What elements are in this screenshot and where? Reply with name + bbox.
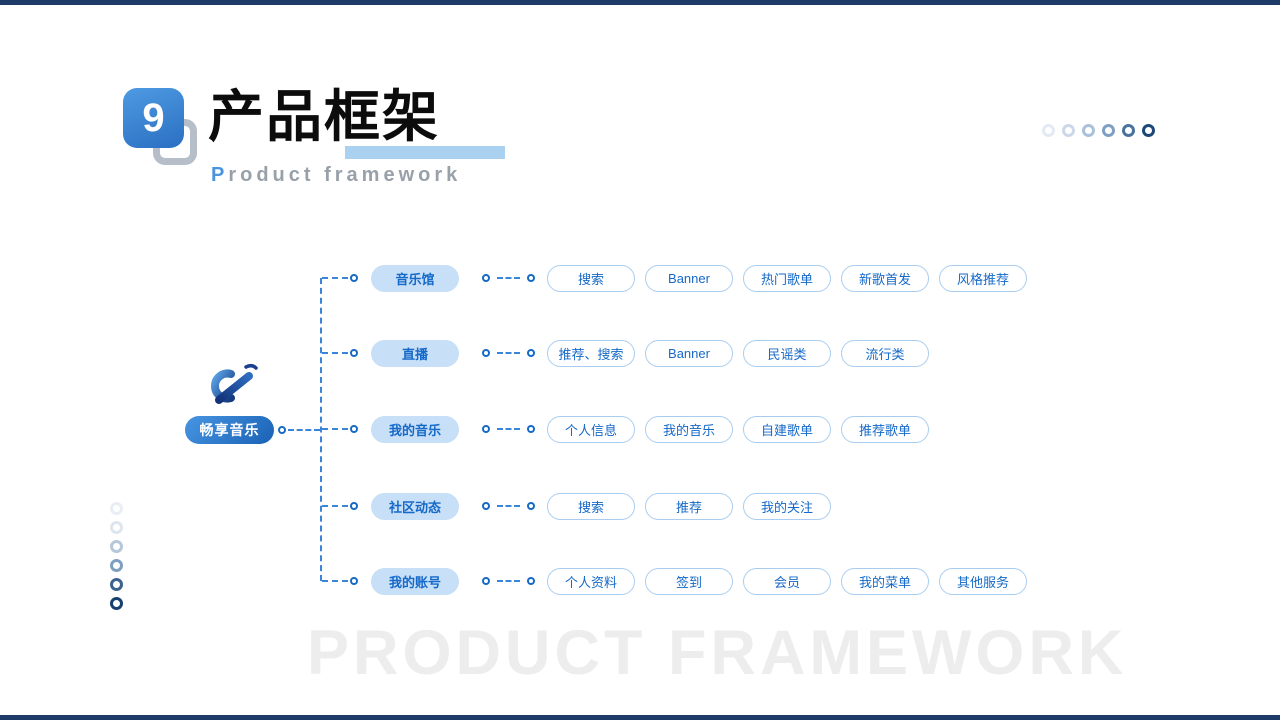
child-node: Banner (645, 339, 733, 367)
connector-dot (350, 274, 358, 282)
dot-ring (1122, 124, 1135, 137)
page-subtitle: Product framework (211, 164, 461, 187)
child-node: 搜索 (547, 492, 635, 520)
connector-dot (527, 502, 535, 510)
connector-dot (527, 274, 535, 282)
branch-node: 直播 (371, 339, 459, 367)
page-title: 产品框架 (208, 85, 440, 148)
connector-dash (322, 505, 348, 507)
branch-node: 我的账号 (371, 567, 459, 595)
tree-row: 音乐馆 搜索 Banner 热门歌单新歌首发风格推荐 (322, 264, 1027, 292)
tree-spine-connector (320, 278, 322, 581)
subtitle-rest: roduct framework (228, 164, 462, 186)
decorative-dots-column (110, 502, 123, 610)
connector-dot (482, 502, 490, 510)
branch-node: 音乐馆 (371, 264, 459, 292)
connector-dash (497, 505, 520, 507)
tree-row: 我的账号 个人资料签到会员我的菜单其他服务 (322, 567, 1027, 595)
connector-dash (497, 352, 520, 354)
child-nodes: 搜索 Banner 热门歌单新歌首发风格推荐 (547, 264, 1027, 292)
connector-dash (322, 428, 348, 430)
dot-ring (110, 502, 123, 515)
decorative-dots-row (1042, 124, 1155, 137)
connector-dot (350, 577, 358, 585)
child-node: 流行类 (841, 339, 929, 367)
connector-dot (527, 425, 535, 433)
child-node: 我的关注 (743, 492, 831, 520)
connector-dot (350, 502, 358, 510)
child-node: 热门歌单 (743, 264, 831, 292)
dot-ring (1042, 124, 1055, 137)
child-node: 我的菜单 (841, 567, 929, 595)
branch-node: 社区动态 (371, 492, 459, 520)
dot-ring (110, 597, 123, 610)
chapter-number-badge: 9 (123, 88, 184, 148)
child-node: 风格推荐 (939, 264, 1027, 292)
connector-dash (322, 352, 348, 354)
connector-dot (482, 349, 490, 357)
dot-ring (110, 540, 123, 553)
child-node: 其他服务 (939, 567, 1027, 595)
tree-row: 直播 推荐、搜索 Banner 民谣类流行类 (322, 339, 929, 367)
dot-ring (110, 559, 123, 572)
child-node: 搜索 (547, 264, 635, 292)
child-nodes: 个人信息我的音乐自建歌单推荐歌单 (547, 415, 929, 443)
dot-ring (110, 521, 123, 534)
child-node: 个人信息 (547, 415, 635, 443)
music-app-logo-icon (211, 363, 258, 404)
child-node: 推荐歌单 (841, 415, 929, 443)
root-node: 畅享音乐 (185, 416, 274, 444)
watermark-text: PRODUCT FRAMEWORK (307, 618, 1128, 688)
title-underline-bar (345, 146, 505, 159)
connector-dot (482, 274, 490, 282)
child-node: 签到 (645, 567, 733, 595)
connector-dot (350, 349, 358, 357)
dot-ring (1102, 124, 1115, 137)
subtitle-first-letter: P (211, 164, 229, 186)
bottom-edge-bar (0, 715, 1280, 720)
child-node: Banner (645, 264, 733, 292)
connector-dot (482, 425, 490, 433)
connector-dash (322, 580, 348, 582)
tree-row: 我的音乐个人信息我的音乐自建歌单推荐歌单 (322, 415, 929, 443)
branch-node: 我的音乐 (371, 415, 459, 443)
connector-dash (288, 429, 320, 431)
child-node: 自建歌单 (743, 415, 831, 443)
child-nodes: 搜索推荐我的关注 (547, 492, 831, 520)
connector-dash (497, 580, 520, 582)
child-node: 我的音乐 (645, 415, 733, 443)
connector-dot (527, 577, 535, 585)
connector-dot (278, 426, 286, 434)
dot-ring (1142, 124, 1155, 137)
dot-ring (1062, 124, 1075, 137)
connector-dot (350, 425, 358, 433)
child-nodes: 个人资料签到会员我的菜单其他服务 (547, 567, 1027, 595)
connector-dash (497, 428, 520, 430)
top-edge-bar (0, 0, 1280, 5)
child-node: 新歌首发 (841, 264, 929, 292)
connector-dot (482, 577, 490, 585)
child-node: 推荐、搜索 (547, 339, 635, 367)
child-node: 推荐 (645, 492, 733, 520)
child-nodes: 推荐、搜索 Banner 民谣类流行类 (547, 339, 929, 367)
dot-ring (1082, 124, 1095, 137)
connector-dash (497, 277, 520, 279)
tree-row: 社区动态 搜索推荐我的关注 (322, 492, 831, 520)
dot-ring (110, 578, 123, 591)
connector-dot (527, 349, 535, 357)
connector-dash (322, 277, 348, 279)
child-node: 个人资料 (547, 567, 635, 595)
child-node: 民谣类 (743, 339, 831, 367)
child-node: 会员 (743, 567, 831, 595)
